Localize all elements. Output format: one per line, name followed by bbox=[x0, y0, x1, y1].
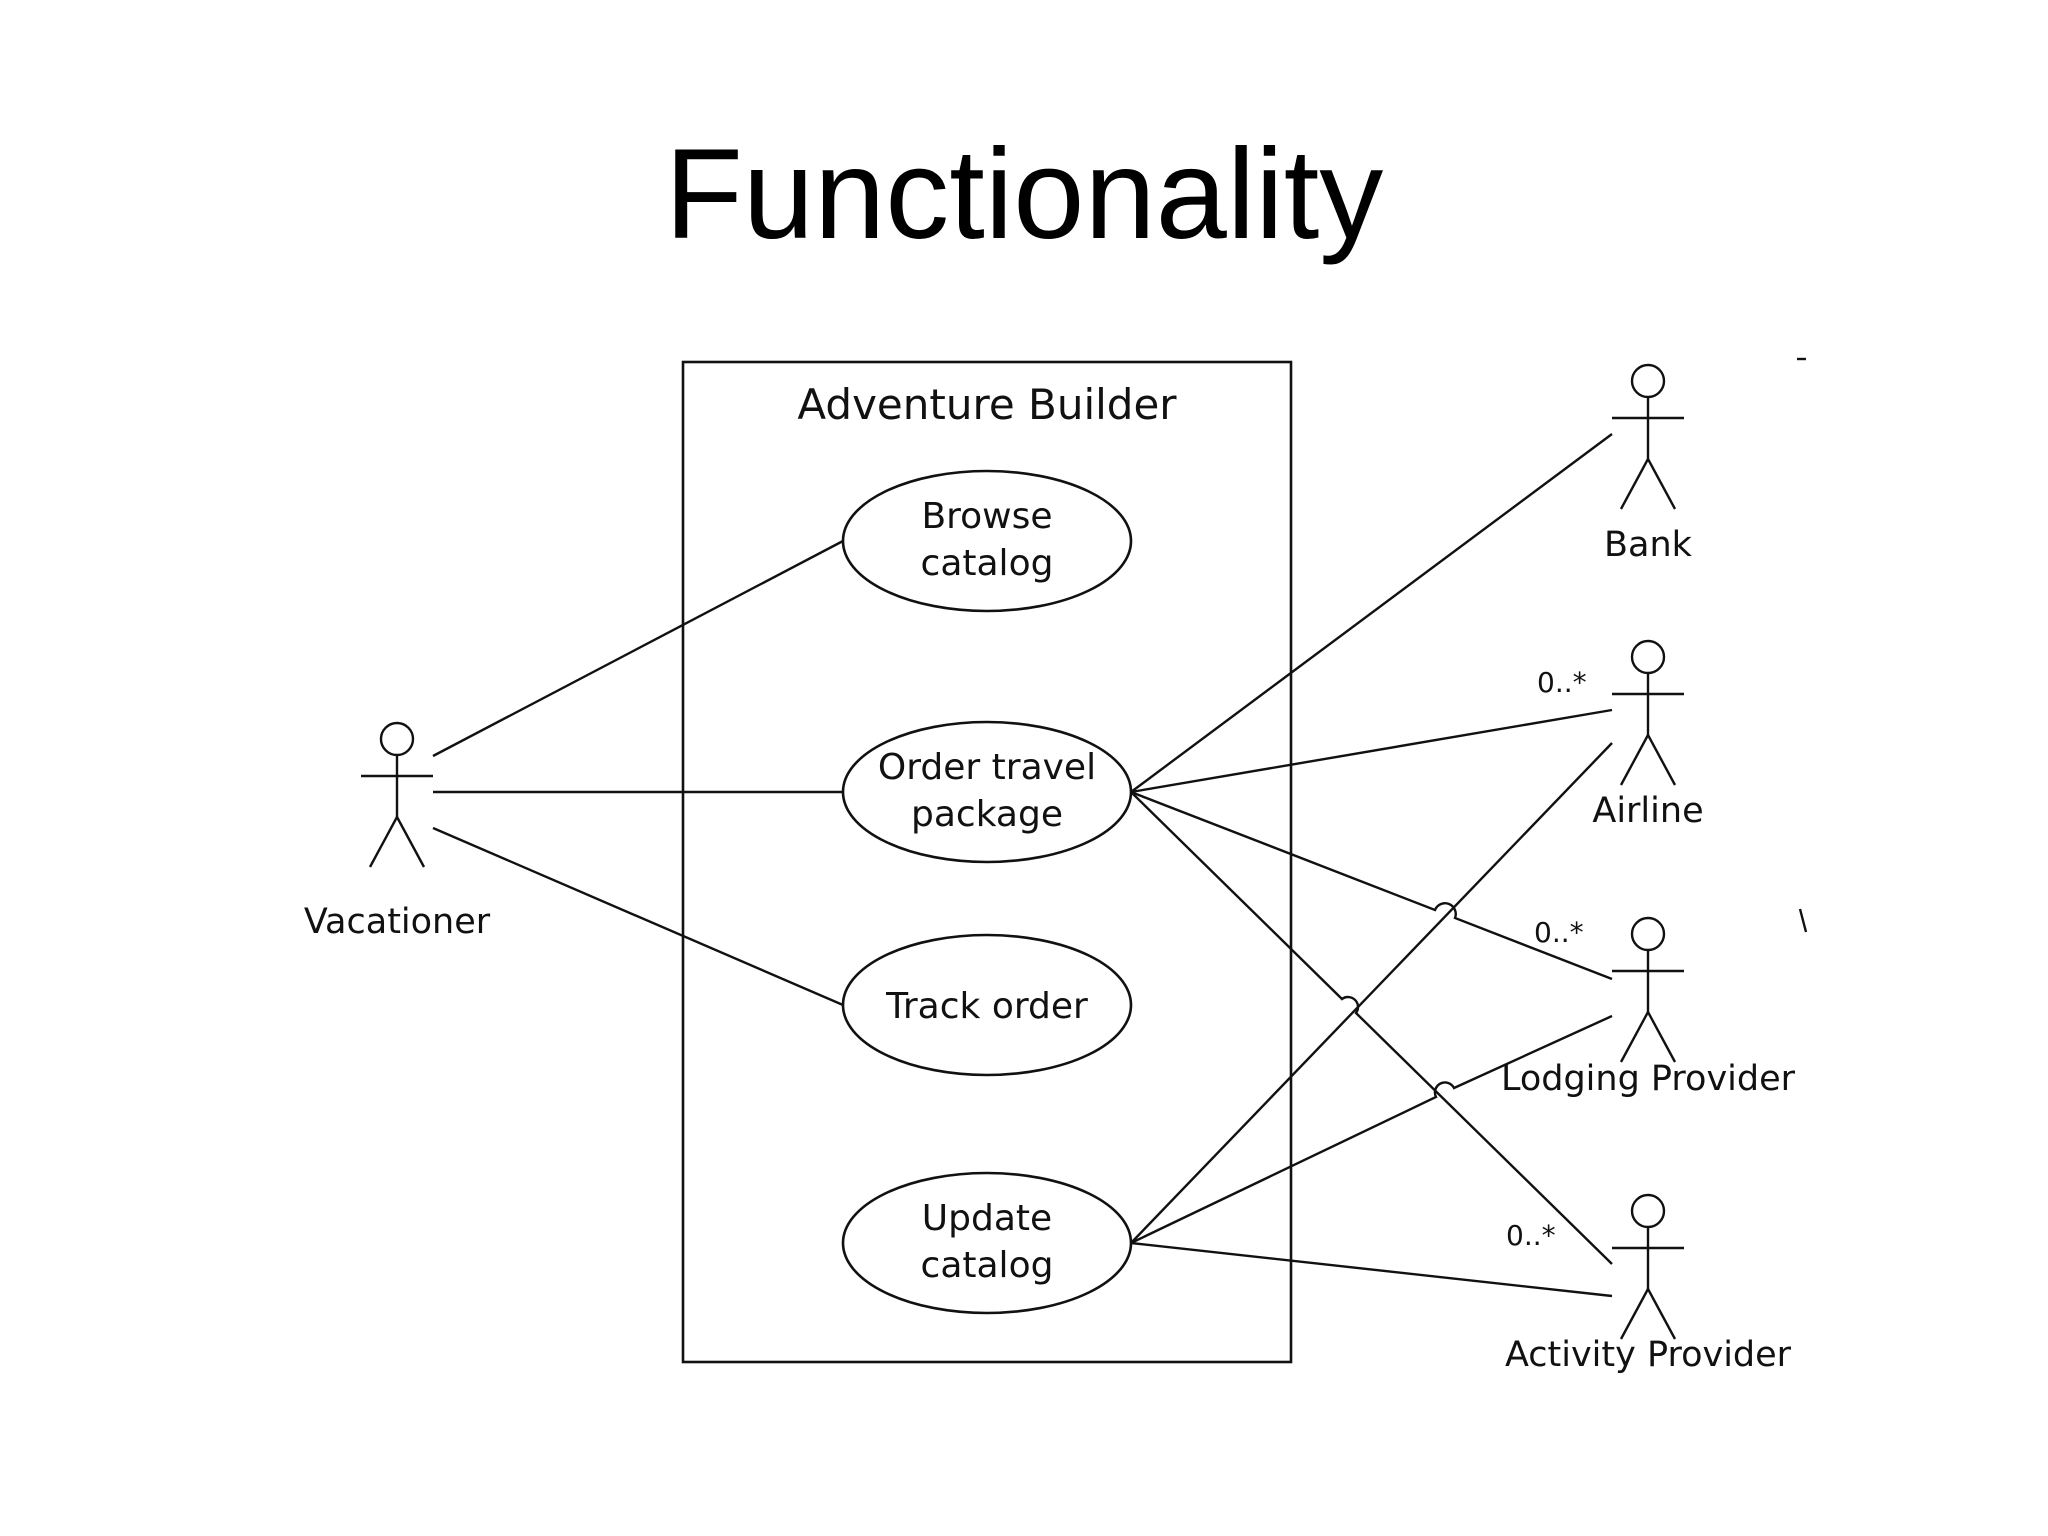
use-case-track-line1: Track order bbox=[885, 986, 1088, 1027]
assoc-order-activity bbox=[1130, 791, 1613, 1265]
multiplicity-airline: 0..* bbox=[1537, 666, 1587, 699]
system-boundary bbox=[681, 360, 1293, 1364]
actor-lodging-provider: Lodging Provider bbox=[1501, 916, 1796, 1099]
use-case-browse-line2: catalog bbox=[921, 543, 1054, 584]
system-name: Adventure Builder bbox=[797, 380, 1177, 429]
assoc-vacationer-track bbox=[432, 826, 844, 1007]
actor-vacationer-label: Vacationer bbox=[304, 902, 491, 942]
stick-figure-icon bbox=[1612, 639, 1684, 786]
use-case-update-line1: Update bbox=[922, 1198, 1052, 1239]
actor-airline: Airline bbox=[1592, 639, 1704, 831]
assoc-order-airline bbox=[1130, 708, 1613, 794]
actor-bank-label: Bank bbox=[1604, 525, 1693, 565]
assoc-vacationer-browse bbox=[432, 539, 844, 758]
use-case-track-order: Track order bbox=[841, 933, 1133, 1077]
actor-lodging-label: Lodging Provider bbox=[1501, 1059, 1796, 1099]
assoc-update-lodging bbox=[1130, 1014, 1613, 1245]
assoc-update-airline bbox=[1130, 742, 1613, 1244]
use-case-update-line2: catalog bbox=[921, 1245, 1054, 1286]
stick-figure-icon bbox=[1612, 363, 1684, 510]
use-case-order-line2: package bbox=[911, 794, 1063, 835]
use-case-order-travel-package: Order travel package bbox=[841, 720, 1133, 864]
edge-fragment bbox=[1798, 908, 1808, 933]
multiplicity-lodging: 0..* bbox=[1534, 916, 1584, 949]
stick-figure-icon bbox=[361, 721, 433, 868]
stick-figure-icon bbox=[1612, 1193, 1684, 1340]
actor-activity-label: Activity Provider bbox=[1505, 1335, 1792, 1375]
use-case-update-catalog: Update catalog bbox=[841, 1171, 1133, 1315]
actor-activity-provider: Activity Provider bbox=[1505, 1193, 1792, 1375]
actor-bank: Bank bbox=[1604, 363, 1693, 565]
slide-title: Functionality bbox=[664, 123, 1384, 266]
actor-airline-label: Airline bbox=[1592, 791, 1703, 831]
assoc-order-lodging bbox=[1130, 790, 1613, 981]
multiplicity-activity: 0..* bbox=[1506, 1219, 1556, 1252]
use-case-browse-catalog: Browse catalog bbox=[841, 469, 1133, 613]
stick-figure-icon bbox=[1612, 916, 1684, 1063]
actor-vacationer: Vacationer bbox=[304, 721, 491, 942]
use-case-order-line1: Order travel bbox=[878, 747, 1096, 788]
assoc-update-activity bbox=[1130, 1241, 1613, 1298]
use-case-browse-line1: Browse bbox=[921, 496, 1052, 537]
assoc-order-bank bbox=[1130, 433, 1613, 793]
